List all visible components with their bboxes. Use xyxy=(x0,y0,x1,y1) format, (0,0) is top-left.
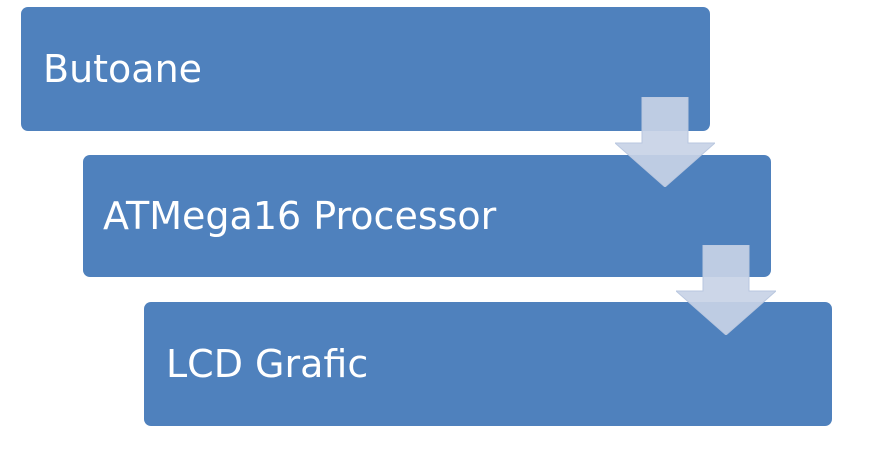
down-arrow-icon xyxy=(676,245,776,335)
step-label: LCD Grafic xyxy=(166,342,369,386)
step-label: ATMega16 Processor xyxy=(103,194,497,238)
step-label: Butoane xyxy=(43,47,203,91)
down-arrow-icon xyxy=(615,97,715,187)
step-box-butoane: Butoane xyxy=(21,7,710,131)
